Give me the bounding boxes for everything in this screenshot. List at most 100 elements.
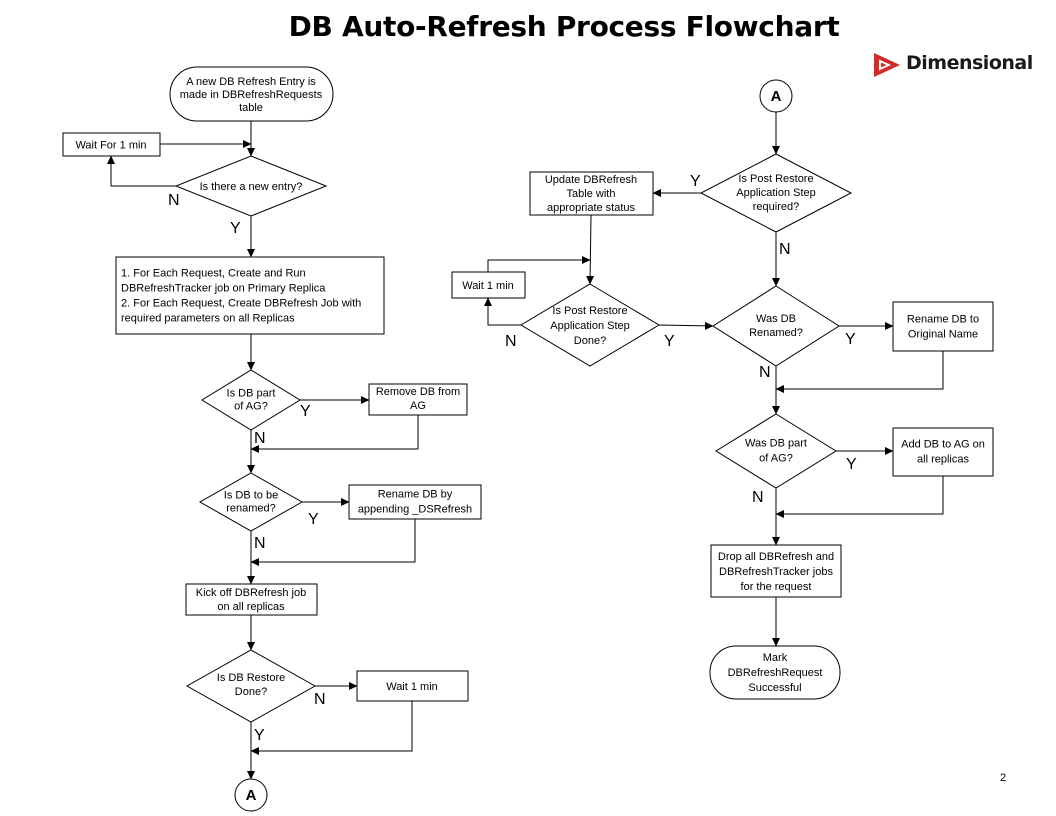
end-terminal-text-line: Successful [748,682,801,694]
update-table-box [529,171,654,216]
was-in-ag-text-line: Was DB part [745,438,807,450]
post-restore-done-decision [520,283,660,367]
edge-no-new-entry [107,155,176,187]
restore-done-decision-text-line: Done? [235,686,267,698]
start-terminal-text-line: A new DB Refresh Entry is [186,76,316,88]
restore-done-decision-text-line: Is DB Restore [217,672,285,684]
db-rename-decision-text-line: renamed? [226,503,276,515]
edge-update-to-done [586,214,595,285]
rename-append-box [348,484,482,520]
label-y-rename: Y [308,511,319,528]
label-y-required: Y [690,173,701,190]
post-restore-done-text-line: Done? [574,335,606,347]
dimensional-logo-icon [874,53,900,77]
drop-jobs-text-line: for the request [741,581,812,593]
create-jobs-text-line: 1. For Each Request, Create and Run [121,268,306,280]
new-entry-decision-text: Is there a new entry? [200,181,303,193]
rename-original-text-line: Original Name [908,329,978,341]
was-renamed-text-line: Renamed? [749,327,803,339]
wait-post-text-line: Wait 1 min [462,280,514,292]
label-n-renamed: N [759,364,771,381]
wait-restore-text: Wait 1 min [386,681,438,693]
was-in-ag-text: Was DB part of AG? [745,438,807,465]
create-jobs-text-line: DBRefreshTracker job on Primary Replica [121,283,326,295]
was-renamed-decision [712,285,840,367]
drop-jobs-text-line: DBRefreshTracker jobs [719,566,833,578]
rename-append-text-line: appending _DSRefresh [358,504,472,516]
db-in-ag-decision-text-line: of AG? [234,401,268,413]
remove-from-ag-text-line: AG [410,400,426,412]
update-table-text-line: Update DBRefresh [545,174,637,186]
edge-wait-post-return [487,256,591,272]
page-title: DB Auto-Refresh Process Flowchart [288,10,840,43]
drop-jobs-box [710,544,842,598]
rename-original-box [892,301,994,352]
label-y-renamed: Y [845,331,856,348]
drop-jobs-text-line: Drop all DBRefresh and [718,551,834,563]
edge-add-ag-return [775,476,944,518]
was-in-ag-text-line: of AG? [759,453,793,465]
post-restore-done-text-line: Is Post Restore [552,305,627,317]
label-n-new-entry: N [168,192,180,209]
new-entry-decision-text-line: Is there a new entry? [200,181,303,193]
add-to-ag-text-line: Add DB to AG on [901,439,985,451]
post-restore-required-text-line: Application Step [736,187,816,199]
edge-remove-return [250,415,419,453]
label-n-in-ag: N [254,430,266,447]
was-renamed-text: Was DB Renamed? [749,313,803,339]
kick-off-text-line: on all replicas [217,601,285,613]
label-y-restore: Y [254,727,265,744]
edge-wait-restore-return [250,701,413,755]
wait-entry-text-line: Wait For 1 min [75,140,146,152]
end-terminal-text-line: Mark [763,652,788,664]
end-terminal-text-line: DBRefreshRequest [728,667,823,679]
label-y-was-ag: Y [846,456,857,473]
start-terminal-text-line: table [239,102,263,114]
label-n-post-done: N [505,333,517,350]
label-y-in-ag: Y [300,403,311,420]
was-renamed-text-line: Was DB [756,313,796,325]
post-restore-done-text-line: Application Step [550,320,630,332]
add-to-ag-box [892,427,994,477]
start-terminal-text-line: made in DBRefreshRequests [180,89,323,101]
label-n-required: N [779,241,791,258]
connector-a-bottom-label: A [246,787,257,804]
connector-a-top-label: A [771,88,782,105]
was-in-ag-decision [715,413,837,489]
create-jobs-text-line: required parameters on all Replicas [121,313,295,325]
wait-entry-text: Wait For 1 min [75,140,146,152]
wait-post-text: Wait 1 min [462,280,514,292]
create-jobs-text-line: 2. For Each Request, Create DBRefresh Jo… [121,298,361,310]
post-restore-required-text-line: required? [753,201,799,213]
add-to-ag-text-line: all replicas [917,454,969,466]
label-n-restore: N [314,691,326,708]
remove-from-ag-text-line: Remove DB from [376,386,460,398]
update-table-text-line: Table with [567,188,616,200]
create-jobs-box [115,256,385,335]
brand-logo: Dimensional [872,50,1033,82]
db-in-ag-decision-text-line: Is DB part [227,388,276,400]
edge-yes-post-done [658,321,714,330]
logo-text: Dimensional [906,52,1033,74]
db-rename-decision-text-line: Is DB to be [224,490,278,502]
page-number: 2 [1000,772,1007,784]
edge-rename-return [250,519,416,566]
edge-no-post-done [484,297,521,326]
update-table-text-line: appropriate status [547,202,636,214]
post-restore-required-text-line: Is Post Restore [738,173,813,185]
kick-off-box [185,583,318,616]
label-n-rename: N [254,535,266,552]
